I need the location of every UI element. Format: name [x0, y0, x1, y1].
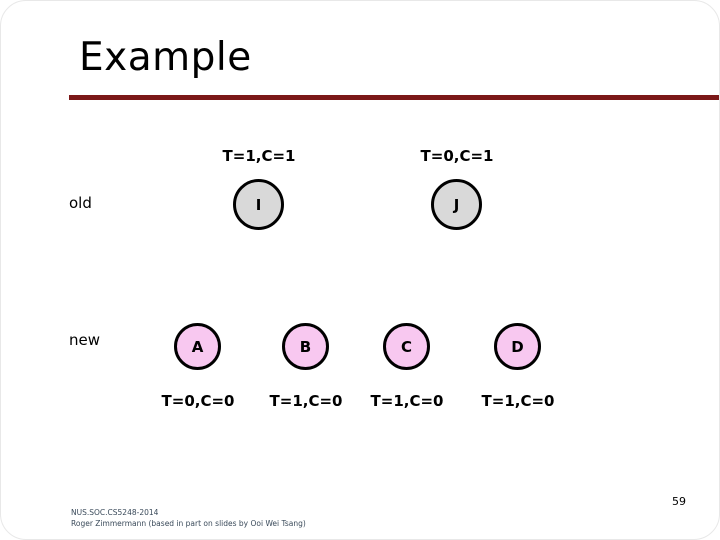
old-node-J-label: J [453, 195, 460, 214]
new-node-state-label-D: T=1,C=0 [481, 392, 555, 410]
new-node-C-label: C [400, 337, 412, 356]
old-node-J[interactable]: J [431, 179, 482, 230]
row-label-old: old [69, 194, 92, 212]
new-node-C[interactable]: C [383, 323, 430, 370]
row-label-new: new [69, 331, 101, 349]
footer-attribution: NUS.SOC.CS5248-2014 Roger Zimmermann (ba… [71, 508, 306, 530]
new-node-D-label: D [511, 337, 524, 356]
new-node-state-label-C: T=1,C=0 [370, 392, 444, 410]
old-node-I-label: I [255, 195, 262, 214]
footer-course-line: NUS.SOC.CS5248-2014 [71, 508, 159, 518]
page-number: 59 [672, 495, 686, 508]
old-node-I[interactable]: I [233, 179, 284, 230]
old-node-state-label-J: T=0,C=1 [420, 147, 494, 165]
page-title: Example [79, 35, 252, 80]
old-node-state-label-I: T=1,C=1 [222, 147, 296, 165]
new-node-A-label: A [191, 337, 204, 356]
new-node-D[interactable]: D [494, 323, 541, 370]
new-node-state-label-A: T=0,C=0 [161, 392, 235, 410]
title-underline-rule [69, 95, 719, 100]
new-node-B[interactable]: B [282, 323, 329, 370]
new-node-B-label: B [299, 337, 312, 356]
footer-author-line: Roger Zimmermann (based in part on slide… [71, 519, 306, 529]
new-node-A[interactable]: A [174, 323, 221, 370]
new-node-state-label-B: T=1,C=0 [269, 392, 343, 410]
